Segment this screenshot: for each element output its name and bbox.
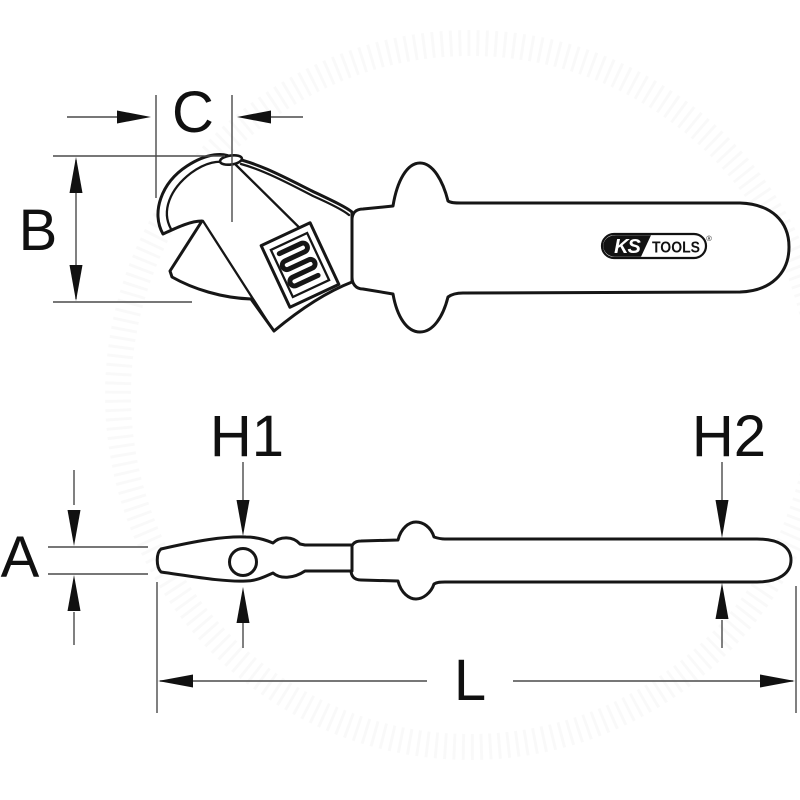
dim-l-arrowhead-left <box>158 674 193 688</box>
worm-screw-thread-coil <box>276 240 321 289</box>
top-view-wrench: KS TOOLS ® <box>156 152 791 334</box>
hook-inner-line <box>165 160 230 231</box>
dim-label-c: C <box>172 80 214 145</box>
worm-screw <box>259 221 341 309</box>
dim-label-b: B <box>19 198 58 263</box>
dimension-h1: H1 <box>210 404 284 648</box>
dim-label-a: A <box>1 525 40 590</box>
dim-b-arrowhead-top <box>69 157 83 193</box>
dim-a-arrowhead-top <box>67 510 81 546</box>
dim-label-h1: H1 <box>210 404 284 469</box>
dim-h2-arrowhead-bottom <box>715 583 729 619</box>
top-view-grip-outline <box>350 161 791 334</box>
dim-h1-arrowhead-top <box>236 500 250 536</box>
dimension-b: B <box>19 155 225 303</box>
watermark-circle <box>118 43 800 747</box>
logo-ks-text: KS <box>614 236 641 258</box>
ks-tools-logo: KS TOOLS ® <box>600 232 712 260</box>
logo-tools-text: TOOLS <box>652 240 700 257</box>
dim-c-arrowhead-left <box>117 110 151 124</box>
dimension-c: C <box>67 80 303 222</box>
side-view-grip-outline <box>349 520 793 601</box>
logo-registered-mark: ® <box>706 234 712 243</box>
side-view-wrench <box>155 520 793 601</box>
logo-black-pill <box>603 235 651 257</box>
dim-h2-arrowhead-top <box>715 500 729 538</box>
dimension-h2: H2 <box>692 404 766 648</box>
dim-l-arrowhead-right <box>760 674 795 688</box>
head-back-inner-line <box>239 162 351 217</box>
dim-label-h2: H2 <box>692 404 766 469</box>
dim-h1-arrowhead-bottom <box>236 587 250 623</box>
dimension-l: L <box>156 582 797 713</box>
dim-label-l: L <box>454 648 486 713</box>
dim-a-arrowhead-bottom <box>67 575 81 611</box>
dim-b-arrowhead-bottom <box>69 265 83 301</box>
top-view-head-outline <box>156 152 354 333</box>
worm-screw-inner-frame <box>269 231 331 299</box>
dim-c-arrowhead-right <box>237 110 271 124</box>
side-view-worm-screw-circle <box>228 547 258 577</box>
movable-jaw-edge-line <box>201 219 275 332</box>
dimension-a: A <box>1 470 148 645</box>
